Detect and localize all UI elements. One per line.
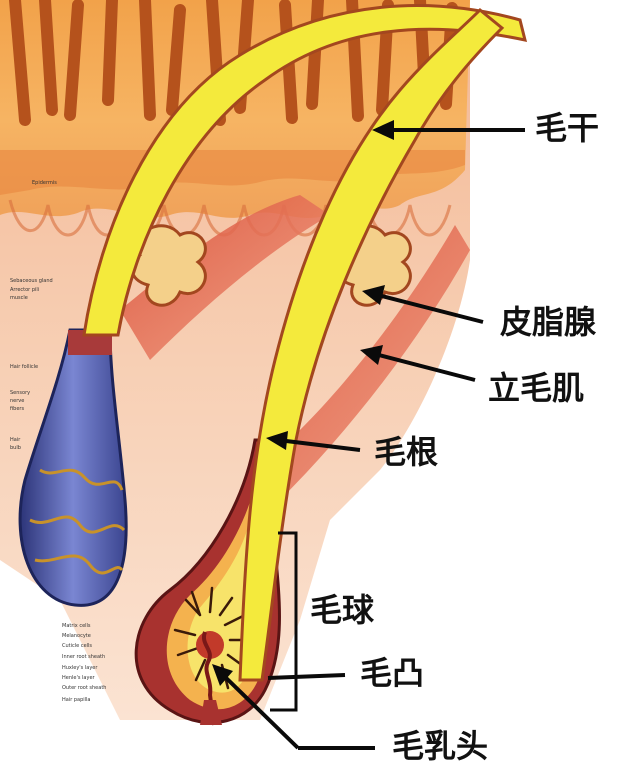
small-label-arrector-1: Arrector pili <box>10 287 40 293</box>
small-label-sensory-1: Sensory <box>10 390 31 396</box>
small-label-outer-sheath: Outer root sheath <box>62 685 107 691</box>
small-label-melanocyte: Melanocyte <box>62 633 91 639</box>
small-label-hair-bulb-2: bulb <box>10 445 21 451</box>
small-label-sensory-3: fibers <box>10 406 25 412</box>
small-label-henle: Henle's layer <box>62 675 95 681</box>
small-label-cuticle: Cuticle cells <box>62 643 93 649</box>
left-hair-shaft <box>82 4 528 337</box>
label-hair-root: 毛根 <box>374 433 439 471</box>
label-arrector-pili: 立毛肌 <box>488 369 585 407</box>
arrector-pili-muscles <box>120 195 470 500</box>
label-hair-shaft: 毛干 <box>535 109 600 147</box>
small-label-huxley: Huxley's layer <box>62 665 98 671</box>
hair-bulb-bracket <box>270 531 298 712</box>
label-hair-bulb: 毛球 <box>310 591 375 629</box>
small-label-papilla: Hair papilla <box>62 697 91 703</box>
label-sebaceous-gland: 皮脂腺 <box>500 303 597 341</box>
small-label-hair-follicle: Hair follicle <box>10 364 39 370</box>
small-label-sebaceous: Sebaceous gland <box>10 278 53 284</box>
label-arrows <box>218 128 525 750</box>
papilla-vessels <box>201 631 216 726</box>
small-label-matrix: Matrix cells <box>62 623 91 629</box>
label-dermal-papilla: 毛乳头 <box>392 727 489 765</box>
arrow-heads <box>212 120 394 686</box>
small-label-epidermis: Epidermis <box>32 180 57 186</box>
small-label-sensory-2: nerve <box>10 398 25 404</box>
small-label-inner-sheath: Inner root sheath <box>62 654 106 660</box>
left-follicle <box>18 328 128 607</box>
small-label-hair-bulb-1: Hair <box>10 437 21 443</box>
label-bulge: 毛凸 <box>360 654 425 692</box>
hair-bulb-base <box>200 700 222 725</box>
small-label-arrector-2: muscle <box>10 295 28 301</box>
